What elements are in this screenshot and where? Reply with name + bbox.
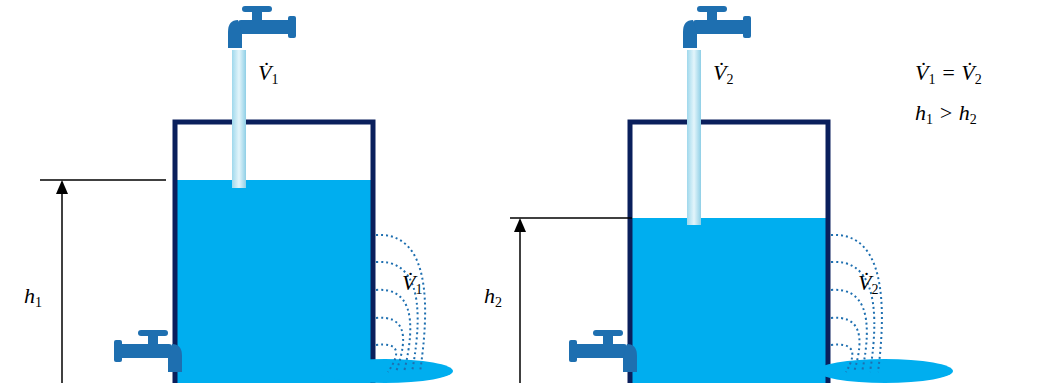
water-jet xyxy=(831,345,852,372)
water-jet xyxy=(376,290,410,372)
puddle xyxy=(317,359,453,383)
water-jet xyxy=(376,345,396,372)
equation-label: V̇1 = V̇2 xyxy=(915,62,982,87)
flow-rate-label: V̇1 xyxy=(258,62,278,87)
water-jet xyxy=(831,290,867,372)
water xyxy=(630,218,828,383)
height-dimension xyxy=(40,180,632,383)
puddle xyxy=(817,359,953,383)
flow-rate-label: V̇2 xyxy=(858,272,878,297)
height-label: h1 xyxy=(24,285,42,310)
tank xyxy=(630,122,828,383)
equation-label: h1 > h2 xyxy=(915,102,977,127)
water-stream xyxy=(687,50,701,225)
water-jet xyxy=(376,318,403,372)
flow-rate-label: V̇1 xyxy=(402,272,422,297)
tank xyxy=(175,122,373,383)
water-jet xyxy=(376,235,425,372)
water xyxy=(175,180,373,383)
water-jet xyxy=(831,235,882,372)
flow-rate-label: V̇2 xyxy=(713,62,733,87)
height-label: h2 xyxy=(484,285,502,310)
water-stream xyxy=(232,50,246,188)
water-jet xyxy=(831,318,859,372)
